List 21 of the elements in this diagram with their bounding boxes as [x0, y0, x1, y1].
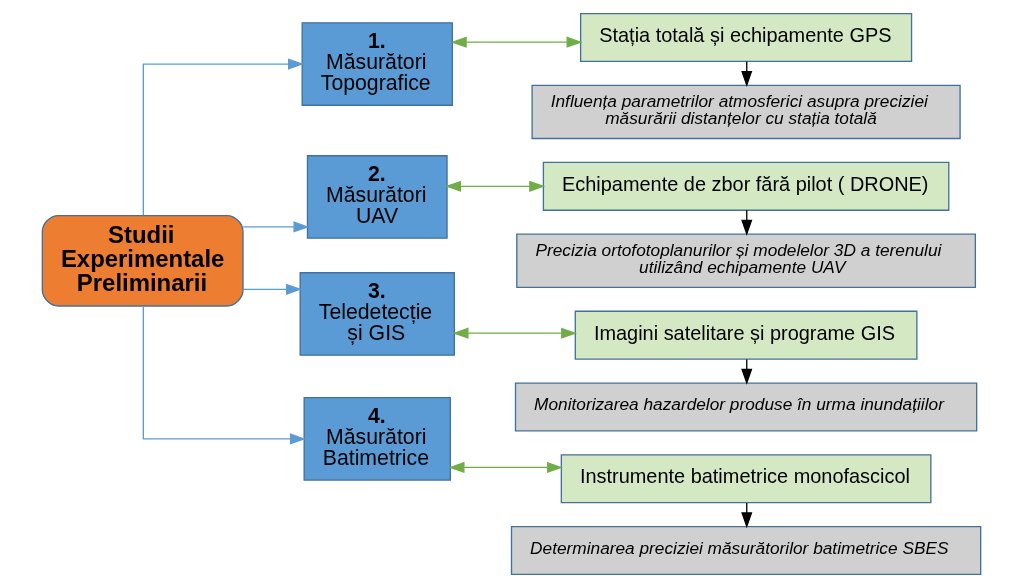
arrow — [450, 36, 583, 48]
node-box: Determinarea preciziei măsurătorilor batimetrice SBES — [510, 525, 982, 576]
node-box: 2. Măsurători UAV — [306, 155, 448, 239]
arrow — [448, 461, 563, 474]
node-box: Precizia ortofotoplanurilor și modelelor 3D a terenului utilizând echipamente UAV — [516, 233, 977, 288]
node-box: 3. Teledetecție și GIS — [299, 272, 455, 356]
node-box: Echipamente de zbor fără pilot ( DRONE) — [542, 161, 950, 211]
node-box: Instrumente batimetrice monofascicol — [560, 454, 932, 504]
arrow — [142, 305, 306, 445]
node-box: 4. Măsurători Batimetrice — [303, 397, 452, 481]
arrow — [242, 283, 303, 295]
node-box: Influența parametrilor atmosferici asupra preciziei măsurării distanțelor cu stația totală — [531, 84, 961, 140]
arrow — [445, 180, 546, 192]
node-box: Imagini satelitare și programe GIS — [574, 310, 918, 360]
node-box: 1. Măsurători Topografice — [301, 22, 453, 106]
arrow — [452, 327, 578, 339]
arrow — [142, 58, 304, 216]
node-box: Stația totală și echipamente GPS — [579, 12, 913, 63]
node-box: Monitorizarea hazardelor produse în urma inundațiilor — [514, 382, 978, 432]
node-box: Studii Experimentale Preliminarii — [41, 214, 244, 307]
arrow — [242, 221, 310, 233]
